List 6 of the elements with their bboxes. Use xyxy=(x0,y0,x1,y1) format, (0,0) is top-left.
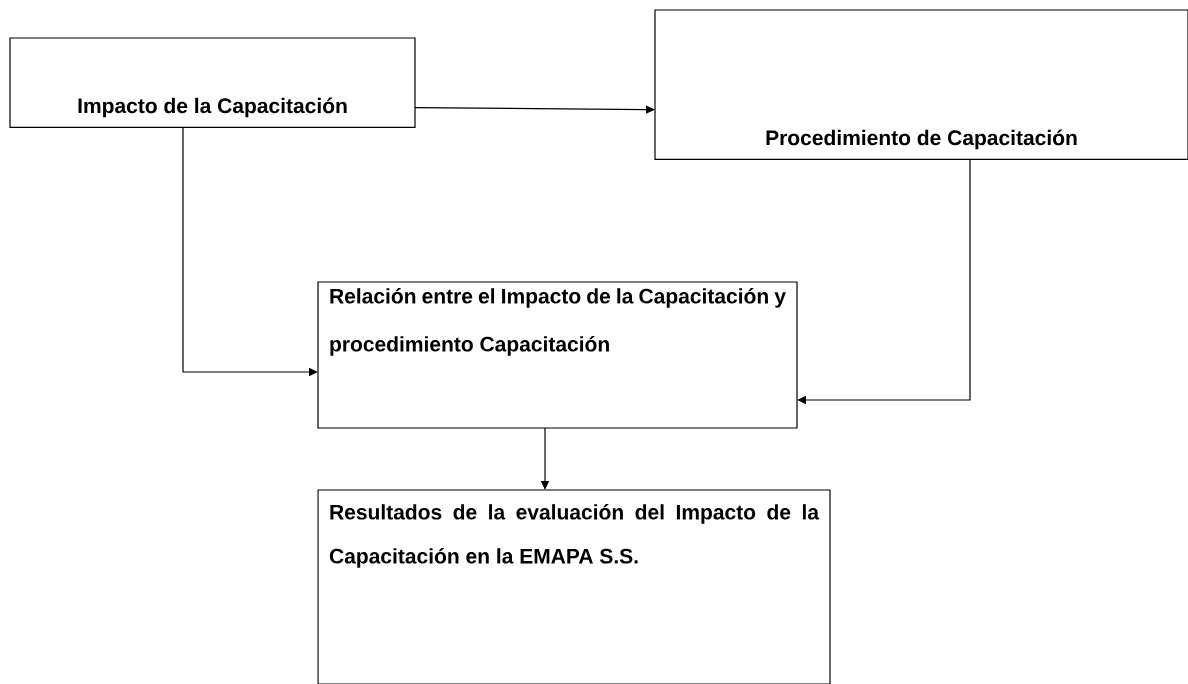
process-box: Relación entre el Impacto de la Capacitación y procedimiento Capacitación xyxy=(317,281,798,429)
process-box: Impacto de la Capacitación xyxy=(9,37,416,128)
arrow xyxy=(414,105,655,114)
process-box: Procedimiento de Capacitación xyxy=(654,9,1188,160)
arrow xyxy=(797,158,971,405)
process-box: Resultados de la evaluación del Impacto de la Capacitación en la EMAPA S.S. xyxy=(317,489,831,684)
